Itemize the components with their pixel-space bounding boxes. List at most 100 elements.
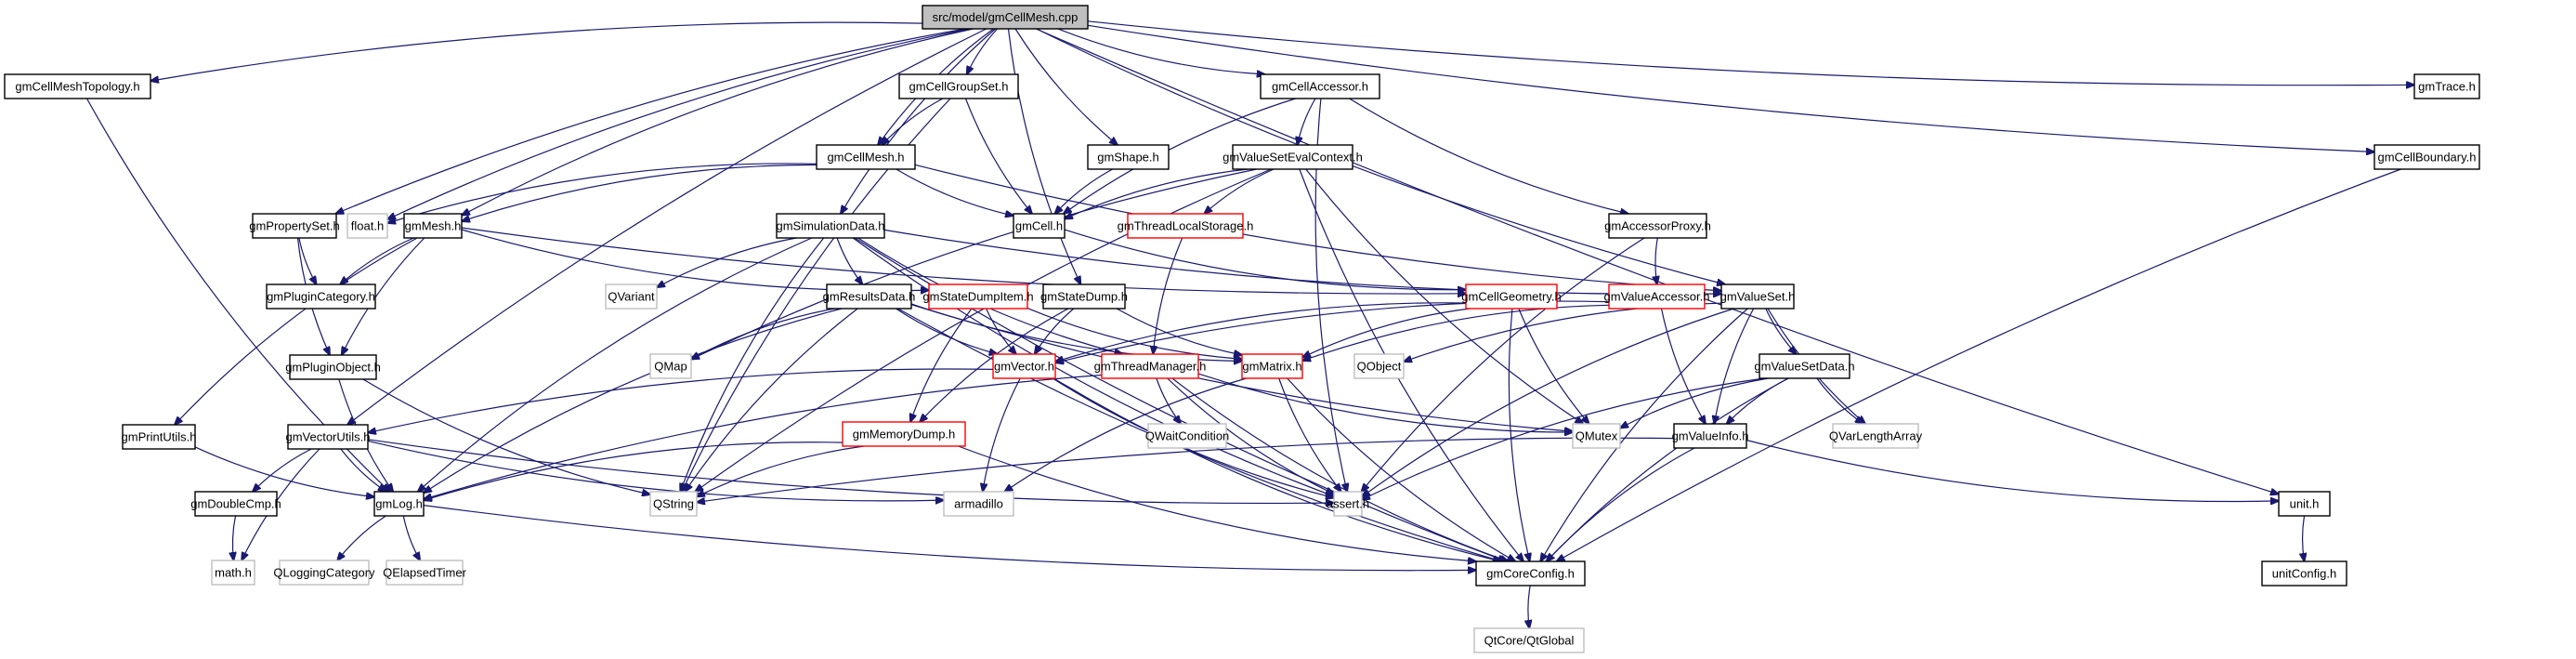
node-label: QVarLengthArray (1829, 429, 1923, 443)
node-gmVector[interactable]: gmVector.h (992, 353, 1056, 379)
node-gmCell[interactable]: gmCell.h (1013, 213, 1066, 239)
edge-gmStateDumpItem-to-gmMemoryDump (910, 308, 973, 422)
node-gmStateDump[interactable]: gmStateDump.h (1040, 283, 1128, 310)
edge-gmPluginObject-to-QString (362, 378, 650, 494)
edge-gmSimulationData-to-QString (680, 237, 825, 492)
node-gmDoubleCmp[interactable]: gmDoubleCmp.h (190, 491, 281, 517)
edge-gmValueSetEvalContext-to-gmThreadLocalStorage (1204, 168, 1275, 214)
node-gmPluginCategory[interactable]: gmPluginCategory.h (266, 283, 376, 310)
node-gmValueAccessor[interactable]: gmValueAccessor.h (1604, 283, 1710, 310)
edge-gmMesh-to-gmCellGeometry (461, 227, 1466, 294)
node-gmMesh[interactable]: gmMesh.h (403, 213, 463, 239)
node-gmCellMeshTopology[interactable]: gmCellMeshTopology.h (4, 73, 151, 99)
node-box (922, 5, 1089, 30)
edge-gmValueInfo-to-unit (1746, 439, 2279, 502)
node-box (816, 144, 916, 170)
node-root[interactable]: src/model/gmCellMesh.cpp (922, 5, 1089, 30)
node-label: QObject (1357, 360, 1402, 374)
node-gmLog[interactable]: gmLog.h (373, 491, 425, 517)
node-gmThreadLocalStorage[interactable]: gmThreadLocalStorage.h (1118, 213, 1254, 239)
node-QString: QString (649, 491, 698, 517)
edge-gmVector-to-gmCoreConfig (1053, 377, 1500, 561)
edge-gmAccessorProxy-to-assert (1362, 237, 1645, 492)
node-QVarLengthArray: QVarLengthArray (1829, 423, 1923, 449)
node-gmValueInfo[interactable]: gmValueInfo.h (1672, 423, 1749, 449)
edges-layer (85, 20, 2415, 628)
node-box (1260, 73, 1380, 99)
node-label: gmCellAccessor.h (1272, 80, 1368, 94)
node-label: float.h (351, 219, 384, 233)
edge-gmResultsData-to-gmMatrix (910, 303, 1242, 362)
edge-gmValueInfo-to-QString (697, 437, 1675, 502)
node-gmPropertySet[interactable]: gmPropertySet.h (249, 213, 340, 239)
node-gmMatrix[interactable]: gmMatrix.h (1241, 353, 1303, 379)
node-gmVectorUtils[interactable]: gmVectorUtils.h (285, 424, 371, 450)
node-gmResultsData[interactable]: gmResultsData.h (823, 283, 916, 310)
edge-root-to-float (387, 28, 970, 219)
node-unit[interactable]: unit.h (2278, 491, 2331, 517)
node-label: gmCell.h (1015, 219, 1063, 233)
node-unitConfig[interactable]: unitConfig.h (2261, 560, 2347, 587)
node-gmPrintUtils[interactable]: gmPrintUtils.h (122, 424, 197, 450)
node-box (1127, 213, 1244, 239)
node-label: QtCore/QtGlobal (1484, 634, 1575, 648)
edge-gmSimulationData-to-assert (852, 237, 1334, 496)
node-gmCellMesh[interactable]: gmCellMesh.h (816, 144, 916, 170)
node-label: QWaitCondition (1145, 429, 1230, 443)
node-label: gmTrace.h (2418, 80, 2476, 94)
node-gmStateDumpItem[interactable]: gmStateDumpItem.h (922, 283, 1034, 310)
edge-gmValueSet-to-assert (1362, 308, 1734, 496)
node-gmPluginObject[interactable]: gmPluginObject.h (285, 354, 381, 380)
node-gmThreadManager[interactable]: gmThreadManager.h (1094, 353, 1207, 379)
node-label: gmPluginObject.h (285, 361, 381, 375)
node-box (1465, 283, 1558, 310)
node-label: gmCellMesh.h (827, 151, 904, 165)
node-box (1241, 353, 1303, 379)
node-gmValueSet[interactable]: gmValueSet.h (1720, 283, 1796, 310)
edge-root-to-gmValueSet (1036, 28, 1725, 284)
node-gmTrace[interactable]: gmTrace.h (2413, 73, 2480, 99)
edge-root-to-gmSimulationData (841, 28, 996, 214)
edge-unit-to-unitConfig (2303, 515, 2305, 561)
node-label: gmStateDumpItem.h (922, 290, 1033, 304)
node-label: gmCoreConfig.h (1486, 567, 1575, 581)
edge-gmValueAccessor-to-gmMatrix (1302, 304, 1610, 361)
edge-gmValueInfo-to-gmCoreConfig (1547, 447, 1695, 561)
node-gmCellGroupSet[interactable]: gmCellGroupSet.h (898, 73, 1019, 99)
edge-gmThreadManager-to-gmCoreConfig (1171, 377, 1509, 561)
node-label: gmMemoryDump.h (853, 428, 956, 442)
edge-gmStateDump-to-gmMemoryDump (920, 308, 1069, 422)
node-label: QString (653, 497, 694, 511)
edge-gmSimulationData-to-gmResultsData (836, 237, 862, 284)
node-box (1473, 627, 1585, 653)
edge-gmVectorUtils-to-gmDoubleCmp (253, 448, 312, 492)
node-box (252, 213, 337, 239)
node-gmCoreConfig[interactable]: gmCoreConfig.h (1475, 560, 1586, 587)
edge-gmValueSet-to-gmValueInfo (1714, 308, 1755, 424)
edge-gmCellGeometry-to-gmCoreConfig (1508, 308, 1529, 561)
node-box (1013, 213, 1066, 239)
node-label: QElapsedTimer (383, 566, 466, 580)
node-QLoggingCategory: QLoggingCategory (273, 560, 375, 586)
node-gmValueSetEvalContext[interactable]: gmValueSetEvalContext.h (1223, 144, 1363, 170)
node-gmValueSetData[interactable]: gmValueSetData.h (1754, 353, 1855, 379)
node-box (826, 283, 912, 310)
node-gmCellAccessor[interactable]: gmCellAccessor.h (1260, 73, 1380, 99)
node-gmSimulationData[interactable]: gmSimulationData.h (776, 213, 885, 239)
edge-gmCellMesh-to-gmValueSet (914, 164, 1721, 291)
edge-gmCellGeometry-to-QMutex (1518, 308, 1589, 424)
edge-gmLog-to-QLoggingCategory (337, 515, 386, 560)
node-QWaitCondition: QWaitCondition (1145, 423, 1230, 449)
node-gmAccessorProxy[interactable]: gmAccessorProxy.h (1604, 213, 1711, 239)
edge-gmThreadManager-to-QWaitCondition (1156, 377, 1181, 424)
node-label: math.h (215, 566, 252, 580)
edge-gmMesh-to-gmPluginObject (342, 237, 425, 355)
node-box (386, 560, 464, 586)
node-gmCellBoundary[interactable]: gmCellBoundary.h (2373, 144, 2480, 170)
edge-gmMatrix-to-gmCoreConfig (1287, 377, 1516, 561)
edge-gmValueSet-to-gmCoreConfig (1540, 308, 1748, 561)
node-gmShape[interactable]: gmShape.h (1087, 144, 1170, 170)
node-gmCellGeometry[interactable]: gmCellGeometry.h (1461, 283, 1562, 310)
node-box (122, 424, 196, 450)
node-gmMemoryDump[interactable]: gmMemoryDump.h (842, 421, 966, 447)
